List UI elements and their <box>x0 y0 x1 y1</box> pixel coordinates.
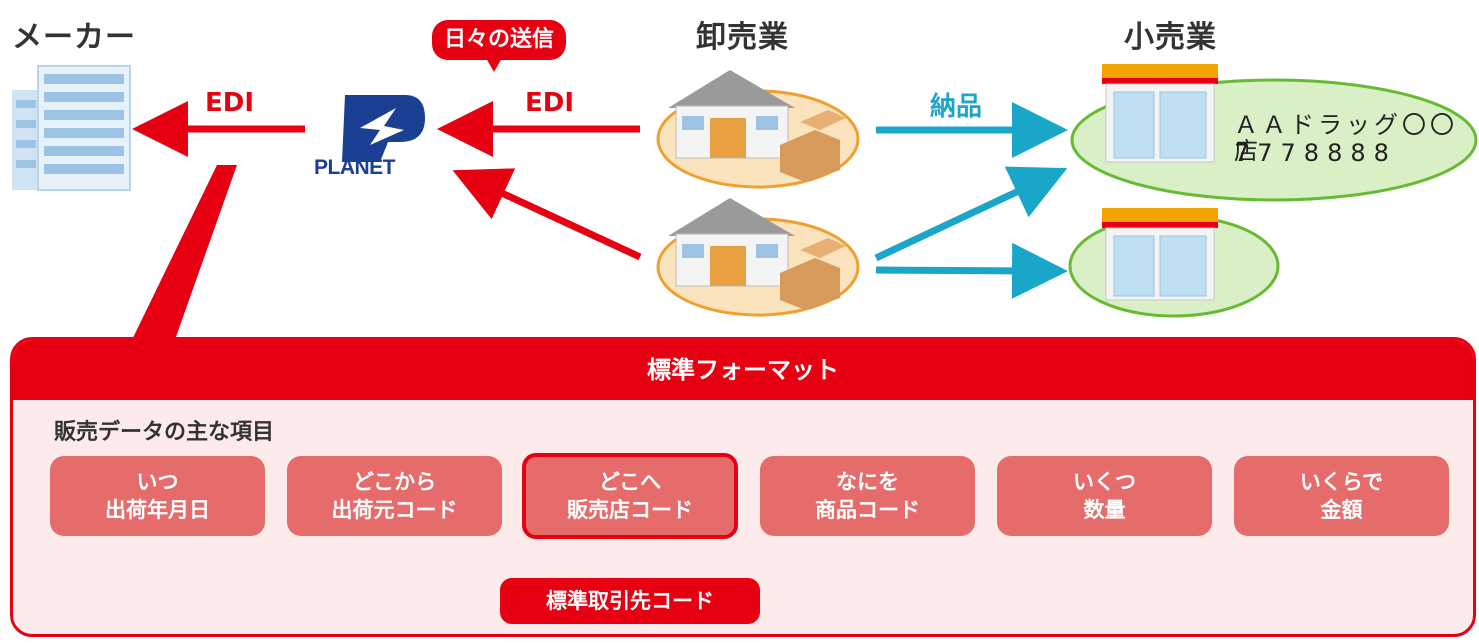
item-price-q: いくらで <box>1299 470 1384 494</box>
item-quantity-q: いくつ <box>1073 470 1136 494</box>
edi-label-right: EDI <box>525 88 575 118</box>
section-label: 販売データの主な項目 <box>54 420 275 445</box>
delivery-arrow-diag <box>874 166 1068 262</box>
item-to-a: 販売店コード <box>567 498 693 522</box>
maker-header: メーカー <box>12 20 136 55</box>
store-code: 7778888 <box>1234 139 1397 167</box>
item-from-a: 出荷元コード <box>331 498 458 522</box>
item-price: いくらで 金額 <box>1234 456 1449 536</box>
item-when: いつ 出荷年月日 <box>50 456 265 536</box>
edi-label-left: EDI <box>205 88 255 118</box>
store-name: ＡＡドラッグ〇〇店 <box>1234 111 1458 165</box>
retail-store-top-icon <box>1070 64 1478 202</box>
item-when-q: いつ <box>136 470 179 494</box>
wholesale-header: 卸売業 <box>696 20 789 55</box>
planet-logo-icon <box>342 95 425 162</box>
retail-header: 小売業 <box>1124 20 1217 55</box>
bubble-tail <box>486 58 502 72</box>
edi-arrow-lower-to-planet <box>452 168 642 261</box>
item-quantity: いくつ 数量 <box>997 456 1212 536</box>
delivery-label: 納品 <box>930 92 983 122</box>
item-what-a: 商品コード <box>815 498 920 522</box>
panel-title: 標準フォーマット <box>13 340 1473 400</box>
planet-logo-text: PLANET <box>314 156 396 179</box>
wholesale-warehouse-top-icon <box>656 70 860 189</box>
retail-store-bottom-icon <box>1068 208 1280 318</box>
item-to-q: どこへ <box>598 470 662 494</box>
item-price-a: 金額 <box>1320 498 1363 522</box>
daily-send-bubble: 日々の送信 <box>432 20 567 60</box>
delivery-arrow-bottom <box>875 242 1068 299</box>
item-from-q: どこから <box>352 470 437 494</box>
item-to: どこへ 販売店コード <box>522 453 738 539</box>
item-what-q: なにを <box>836 470 899 494</box>
standard-partner-code: 標準取引先コード <box>500 578 760 624</box>
item-what: なにを 商品コード <box>760 456 975 536</box>
maker-building-icon <box>12 65 131 191</box>
item-from: どこから 出荷元コード <box>287 456 502 536</box>
item-quantity-a: 数量 <box>1083 498 1126 522</box>
wholesale-warehouse-bottom-icon <box>656 198 860 317</box>
callout-wedge <box>128 165 237 348</box>
item-when-a: 出荷年月日 <box>105 498 210 522</box>
